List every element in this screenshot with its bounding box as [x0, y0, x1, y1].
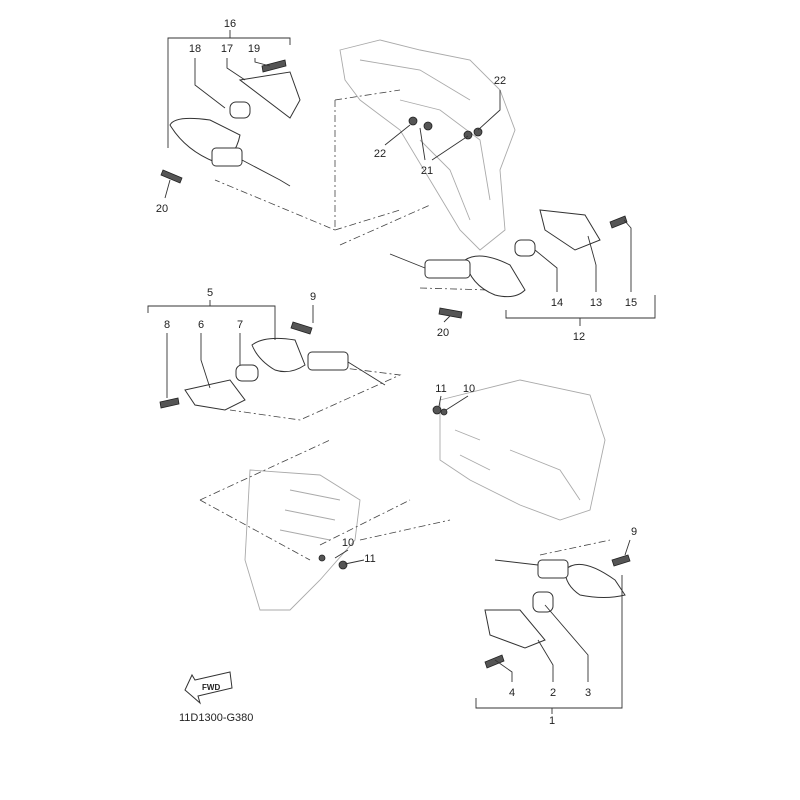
callout-14: 14 — [551, 297, 563, 309]
diagram-code: 11D1300-G380 — [179, 712, 253, 724]
rear-fender — [439, 379, 606, 521]
callout-1: 1 — [549, 715, 555, 727]
callout-12: 12 — [573, 331, 585, 343]
callout-18: 18 — [189, 43, 201, 55]
callout-20: 20 — [156, 203, 168, 215]
callout-leaders — [147, 30, 656, 714]
fwd-label: FWD — [202, 683, 220, 692]
callout-11: 11 — [435, 383, 446, 395]
callout-6: 6 — [198, 319, 204, 331]
front-cowl — [244, 469, 361, 611]
callout-22: 22 — [494, 75, 506, 87]
rear-frame — [339, 39, 516, 251]
turn-signal-assembly-front-left — [159, 321, 448, 570]
callout-20: 20 — [437, 327, 449, 339]
callout-10: 10 — [463, 383, 475, 395]
callout-15: 15 — [625, 297, 637, 309]
callout-16: 16 — [224, 18, 236, 30]
turn-signal-assembly-rear-left — [160, 59, 301, 187]
callout-22: 22 — [374, 148, 386, 160]
callout-5: 5 — [207, 287, 213, 299]
fwd-arrow-icon: FWD — [184, 671, 233, 705]
callout-10: 10 — [342, 537, 354, 549]
callout-9: 9 — [310, 291, 316, 303]
callout-4: 4 — [509, 687, 515, 699]
turn-signal-assembly-rear-right — [389, 116, 628, 319]
callout-9: 9 — [631, 526, 637, 538]
callout-13: 13 — [590, 297, 602, 309]
callout-3: 3 — [585, 687, 591, 699]
callout-19: 19 — [248, 43, 260, 55]
callout-11: 11 — [364, 553, 375, 565]
callout-7: 7 — [237, 319, 243, 331]
turn-signal-assembly-front-right — [484, 554, 631, 669]
callout-8: 8 — [164, 319, 170, 331]
guide-line — [199, 89, 611, 561]
callout-17: 17 — [221, 43, 233, 55]
callout-2: 2 — [550, 687, 556, 699]
callout-21: 21 — [421, 165, 433, 177]
